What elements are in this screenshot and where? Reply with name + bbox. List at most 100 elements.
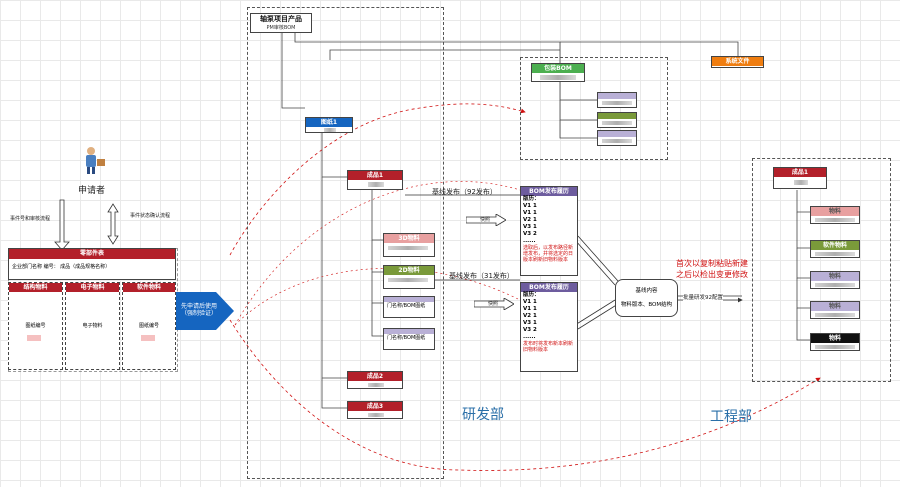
blurred-text — [602, 121, 632, 125]
template-row: 企业部门名称 编号： 成品（成品规格名称） — [12, 264, 111, 270]
rd-subitem-2[interactable]: 2D物料 — [383, 265, 435, 289]
item-header — [598, 131, 636, 137]
bom-history-1[interactable]: BOM发布履历 版历： V1 1 V1 1 V2 1 V3 1 V3 2 ...… — [520, 186, 578, 276]
snapshot-label-1: 快照 — [480, 217, 491, 223]
apply-first-arrow[interactable]: 先申请后使用（强制验证） — [176, 292, 234, 330]
item-header — [384, 329, 434, 334]
history-line: V1 1 — [523, 299, 537, 305]
eng-item-1-label: 物料 — [811, 207, 859, 216]
blurred-text — [27, 335, 41, 341]
baseline-content-text: 物料版本、BOM结构 — [620, 302, 673, 308]
engineering-region — [752, 158, 891, 382]
rd-finished-2[interactable]: 成品2 — [347, 371, 403, 389]
rd-finished-1[interactable]: 成品1 — [347, 170, 403, 190]
rd-subitem-4-label: 门名称/BOM图纸 — [387, 335, 426, 341]
apply-first-label: 先申请后使用（强制验证） — [180, 303, 217, 317]
blurred-text — [815, 313, 855, 317]
blurred-text — [368, 383, 384, 387]
history-line: V3 2 — [523, 231, 537, 237]
bom-history-1-title: BOM发布履历 — [521, 187, 577, 196]
rd-subitem-3[interactable]: 门名称/BOM图纸 — [383, 296, 435, 318]
history-line: V3 2 — [523, 327, 537, 333]
blurred-text — [540, 75, 576, 80]
electronic-column-title: 电子物料 — [66, 283, 119, 292]
packaging-item-1[interactable] — [597, 92, 637, 108]
eng-item-3[interactable]: 物料 — [810, 271, 860, 289]
first-note-line-2: 之后以检出变更修改 — [676, 270, 748, 279]
history-line: V2 1 — [523, 217, 537, 223]
blurred-text — [324, 128, 336, 132]
user-icon — [80, 145, 108, 175]
system-file-node[interactable]: 系统文件 — [711, 56, 764, 68]
structure-column[interactable]: 结构物料 图纸编号 — [8, 282, 63, 370]
blurred-text — [602, 101, 632, 105]
applicant-label: 申请者 — [78, 186, 106, 196]
blurred-text — [368, 182, 384, 187]
blurred-text — [815, 283, 855, 287]
blurred-text — [602, 139, 632, 143]
baseline-content-title: 基线内容 — [635, 288, 658, 294]
template-title: 零部件表 — [9, 249, 175, 259]
flow-left-label: 事件号和审核流程 — [10, 216, 51, 222]
engineering-department-label: 工程部 — [710, 409, 752, 425]
item-header — [598, 113, 636, 119]
packaging-item-3[interactable] — [597, 130, 637, 146]
eng-item-2-label: 软件物料 — [811, 241, 859, 250]
blurred-text — [388, 246, 428, 250]
product-root-node[interactable]: 轴泵项目产品 PM审核BOM — [250, 13, 312, 33]
software-column-title: 软件物料 — [123, 283, 175, 292]
rd-subitem-4[interactable]: 门名称/BOM图纸 — [383, 328, 435, 350]
software-column[interactable]: 软件物料 图纸编号 — [122, 282, 176, 370]
item-header — [598, 93, 636, 99]
history-1-note: 选取后，以发布路径新增发布，并将选定的日版本刷新旧物料版本 — [523, 245, 574, 263]
history-line: ...... — [523, 334, 536, 340]
to-engineering-label: 批量研发92配置 — [683, 293, 723, 301]
eng-product-node[interactable]: 成品1 — [773, 167, 827, 189]
product-subtitle: PM审核BOM — [266, 25, 296, 31]
eng-item-4[interactable]: 物料 — [810, 301, 860, 319]
bom-history-2[interactable]: BOM发布履历 版历： V1 1 V1 1 V2 1 V3 1 V3 2 ...… — [520, 282, 578, 372]
rd-finished-3[interactable]: 成品3 — [347, 401, 403, 419]
structure-column-title: 结构物料 — [9, 283, 62, 292]
rd-subitem-1[interactable]: 3D物料 — [383, 233, 435, 257]
bom-history-2-title: BOM发布履历 — [521, 283, 577, 292]
eng-item-5[interactable]: 物料 — [810, 333, 860, 351]
rd-region — [247, 7, 444, 479]
blurred-text — [815, 345, 855, 349]
history-line: V1 1 — [523, 210, 537, 216]
blurred-text — [141, 335, 155, 341]
rd-department-label: 研发部 — [462, 407, 504, 423]
history-line: 版历： — [523, 292, 540, 298]
system-file-label: 系统文件 — [712, 57, 763, 66]
snapshot-arrow-1[interactable]: 快照 — [466, 214, 506, 226]
rd-finished-1-label: 成品1 — [348, 171, 402, 180]
baseline-2-label: 基线发布（31发布） — [449, 272, 514, 280]
packaging-bom-label: 包装BOM — [532, 64, 584, 73]
blurred-text — [794, 180, 808, 185]
snapshot-label-2: 快照 — [488, 301, 499, 307]
product-title: 轴泵项目产品 — [251, 14, 311, 24]
history-2-note: 发布时将发布新本刷新旧物料版本 — [523, 341, 574, 353]
packaging-item-2[interactable] — [597, 112, 637, 128]
rd-finished-2-label: 成品2 — [348, 372, 402, 381]
rd-subitem-2-label: 2D物料 — [384, 266, 434, 275]
eng-item-3-label: 物料 — [811, 272, 859, 281]
baseline-content-box[interactable]: 基线内容 物料版本、BOM结构 — [615, 279, 678, 317]
blurred-text — [815, 252, 855, 256]
first-note-line-1: 首次以复制粘贴新建 — [676, 259, 748, 268]
rd-subitem-3-label: 门名称/BOM图纸 — [387, 303, 426, 309]
eng-item-5-label: 物料 — [811, 334, 859, 343]
software-cell: 图纸编号 — [138, 323, 159, 329]
eng-product-label: 成品1 — [774, 168, 826, 177]
snapshot-arrow-2[interactable]: 快照 — [474, 298, 514, 310]
drawing-node[interactable]: 图纸1 — [305, 117, 353, 133]
electronic-column[interactable]: 电子物料 电子物料 — [65, 282, 120, 370]
packaging-bom-node[interactable]: 包装BOM — [531, 63, 585, 82]
eng-item-1[interactable]: 物料 — [810, 206, 860, 224]
history-line: 版历： — [523, 196, 540, 202]
eng-item-2[interactable]: 软件物料 — [810, 240, 860, 258]
electronic-cell: 电子物料 — [82, 323, 103, 329]
history-line: V3 1 — [523, 224, 537, 230]
history-line: ...... — [523, 238, 536, 244]
